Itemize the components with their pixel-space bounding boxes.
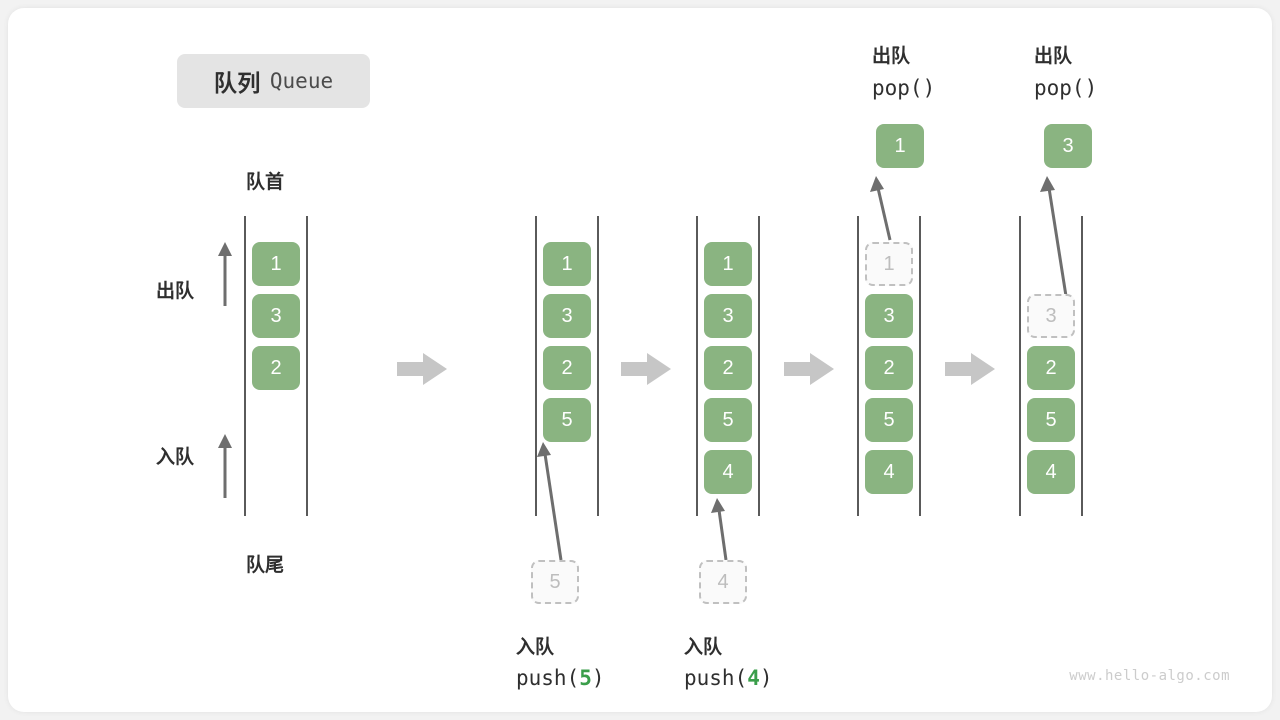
pop-ghost-cell: 3 [1027,294,1075,338]
queue-cell: 2 [543,346,591,390]
popped-cell: 3 [1044,124,1092,168]
step-separator-arrow-icon [784,353,834,385]
popped-cell: 1 [876,124,924,168]
queue-cell: 4 [865,450,913,494]
label-queue-head: 队首 [246,172,285,193]
diagram-card: 队列 Queue 队首 队尾 出队 入队 1 3 2 [8,8,1272,712]
queue-cell: 2 [1027,346,1075,390]
queue-cell: 1 [543,242,591,286]
queue-rail-left [535,216,537,516]
queue-rail-left [696,216,698,516]
queue-rail-right [597,216,599,516]
queue-cell: 3 [865,294,913,338]
step-separator-arrow-icon [621,353,671,385]
queue-cell: 3 [252,294,300,338]
push-code-prefix: push( [684,666,748,690]
pop-caption-cn: 出队 [872,46,911,67]
push-ghost-cell: 5 [531,560,579,604]
push-caption-cn: 入队 [516,637,555,658]
diagram-title-badge: 队列 Queue [177,54,370,108]
queue-rail-right [1081,216,1083,516]
queue-cell: 5 [865,398,913,442]
step-separator-arrow-icon [397,353,447,385]
queue-rail-left [1019,216,1021,516]
push-code-arg: 4 [747,666,760,690]
queue-cell: 2 [704,346,752,390]
step-separator-arrow-icon [945,353,995,385]
queue-rail-left [857,216,859,516]
queue-cell: 2 [865,346,913,390]
push-code-suffix: ) [591,666,605,690]
push-caption-code: push(4) [684,666,773,690]
label-queue-tail: 队尾 [246,555,285,576]
queue-cell: 2 [252,346,300,390]
pop-arrow-icon [870,176,892,241]
label-dequeue-direction: 出队 [156,281,195,302]
title-en: Queue [269,69,334,93]
push-ghost-cell: 4 [699,560,747,604]
push-code-suffix: ) [759,666,773,690]
queue-cell: 3 [543,294,591,338]
pop-arrow-icon [1040,176,1068,297]
pop-ghost-cell: 1 [865,242,913,286]
queue-cell-new: 5 [543,398,591,442]
pop-caption-cn: 出队 [1034,46,1073,67]
push-code-prefix: push( [516,666,580,690]
push-caption-cn: 入队 [684,637,723,658]
queue-cell: 4 [1027,450,1075,494]
enqueue-direction-arrow-icon [218,434,232,498]
pop-caption-code: pop() [872,76,936,100]
queue-rail-right [306,216,308,516]
queue-rail-left [244,216,246,516]
queue-rail-right [919,216,921,516]
queue-cell-new: 4 [704,450,752,494]
watermark: www.hello-algo.com [1069,668,1230,684]
push-caption-code: push(5) [516,666,605,690]
queue-cell: 1 [252,242,300,286]
title-cn: 队列 [213,70,261,96]
queue-cell: 3 [704,294,752,338]
push-code-arg: 5 [579,666,592,690]
push-arrow-icon [537,442,563,561]
dequeue-direction-arrow-icon [218,242,232,306]
pop-caption-code: pop() [1034,76,1098,100]
push-arrow-icon [711,498,728,561]
queue-cell: 5 [704,398,752,442]
queue-rail-right [758,216,760,516]
label-enqueue-direction: 入队 [156,447,195,468]
queue-cell: 1 [704,242,752,286]
queue-cell: 5 [1027,398,1075,442]
